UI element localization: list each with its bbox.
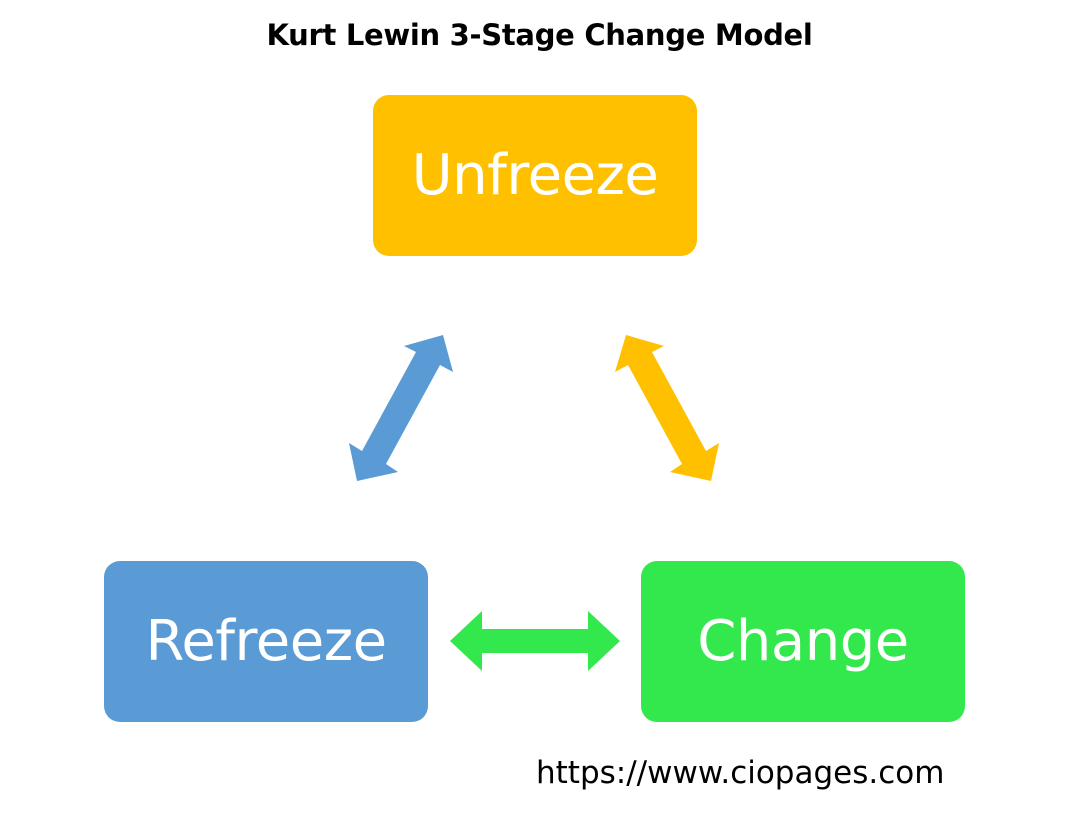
arrow-unfreeze-refreeze [349, 335, 453, 481]
source-url: https://www.ciopages.com [536, 755, 945, 791]
stage-unfreeze: Unfreeze [373, 95, 697, 256]
stage-change: Change [641, 561, 965, 722]
diagram-title: Kurt Lewin 3-Stage Change Model [266, 18, 813, 52]
arrow-unfreeze-change [615, 335, 719, 481]
stage-refreeze: Refreeze [104, 561, 428, 722]
stage-refreeze-label: Refreeze [145, 609, 387, 674]
stage-unfreeze-label: Unfreeze [411, 143, 659, 208]
stage-change-label: Change [697, 609, 909, 674]
arrow-refreeze-change [450, 611, 620, 671]
